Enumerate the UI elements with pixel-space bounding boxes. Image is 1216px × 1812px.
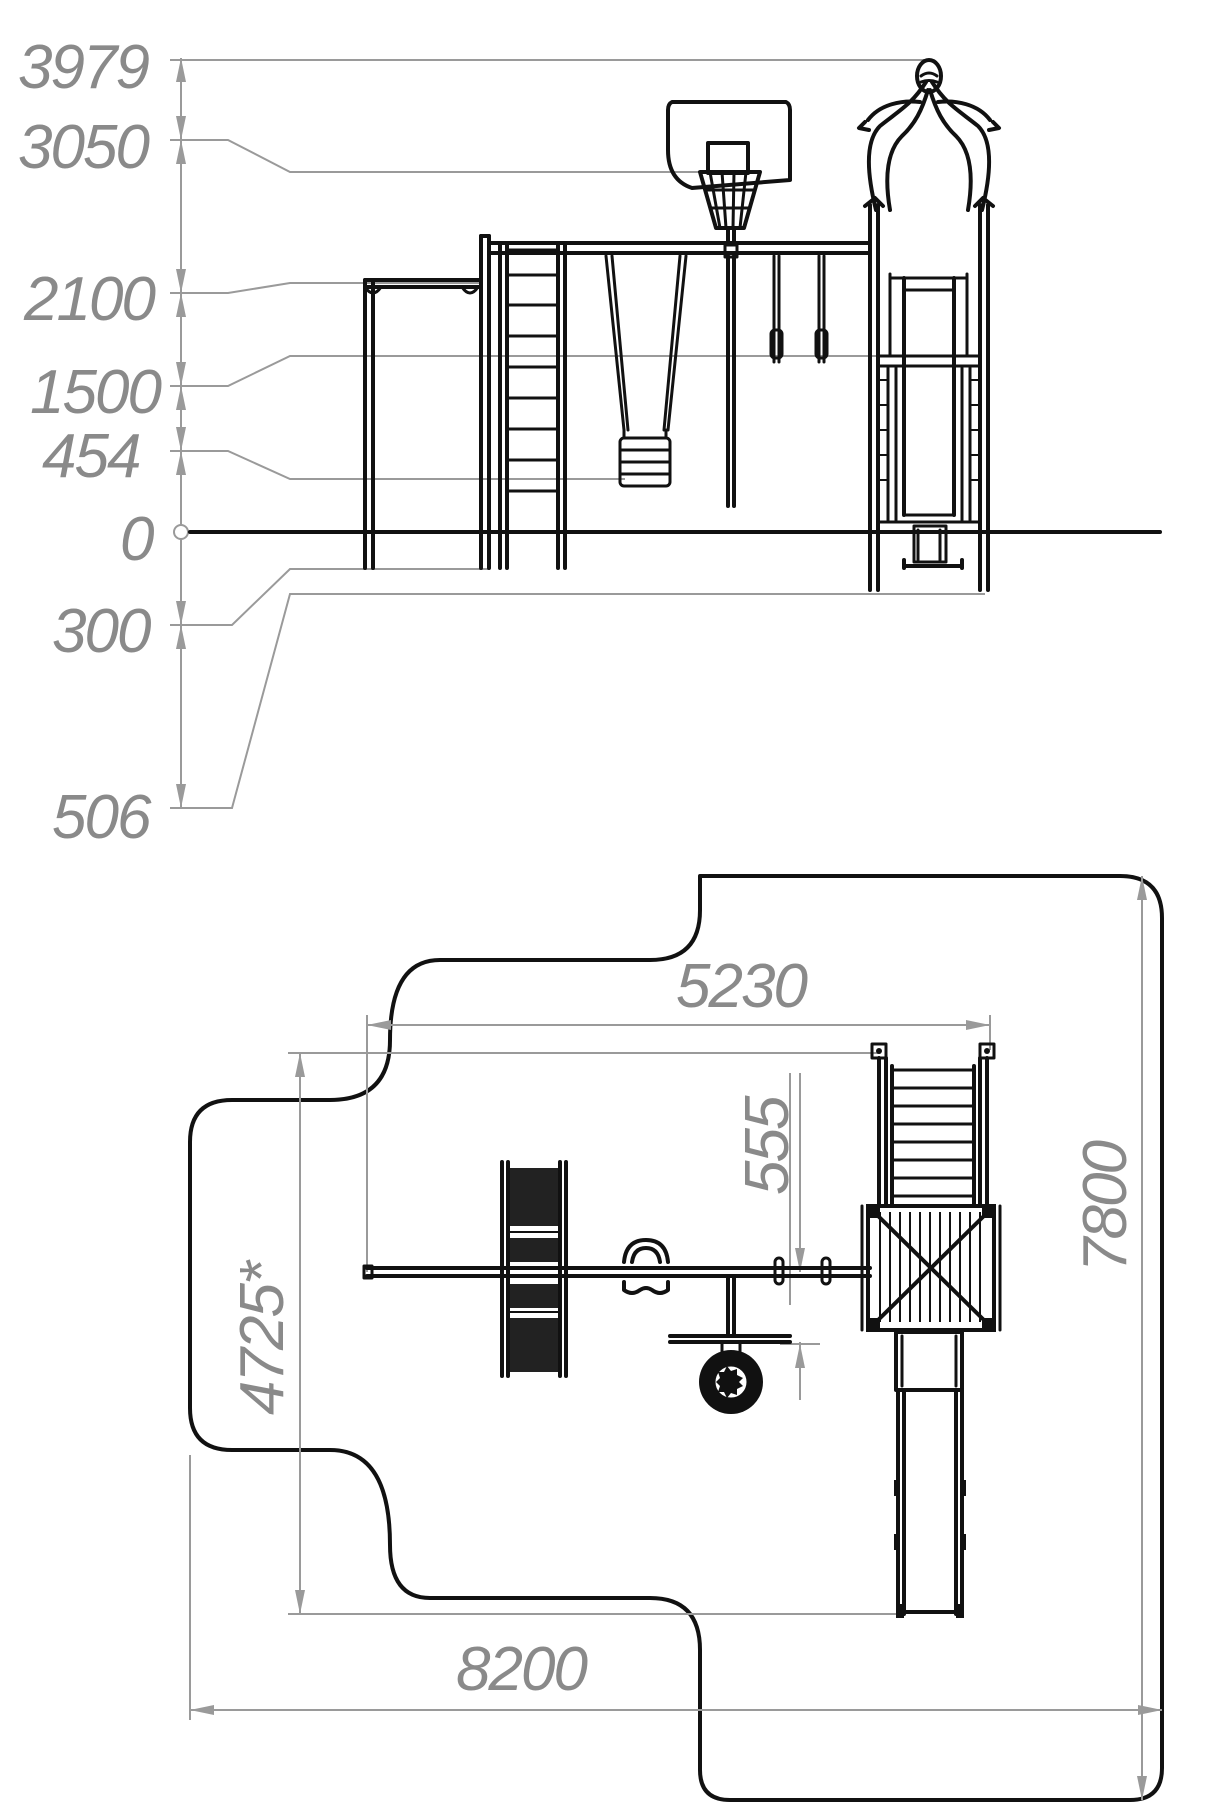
height-label-0: 0 — [120, 505, 154, 574]
dimension-label-7800: 7800 — [1071, 1141, 1140, 1272]
climbing-ladder — [479, 234, 567, 570]
height-label-3979: 3979 — [18, 33, 149, 102]
climbing-pole — [726, 254, 736, 508]
dimension-4725 — [288, 1052, 900, 1615]
height-dimension-axis — [173, 58, 189, 808]
basketball-hoop — [666, 100, 792, 259]
swing — [604, 254, 688, 488]
top-beam — [487, 241, 872, 255]
leader-lines — [170, 59, 985, 809]
dimension-label-5230: 5230 — [676, 952, 807, 1021]
elevation-view: 3979 3050 2100 1500 454 0 300 506 — [18, 33, 1162, 852]
plan-basketball-hoop — [668, 1276, 792, 1414]
plan-ladder — [500, 1160, 568, 1378]
dimension-5230 — [366, 1015, 991, 1272]
height-label-454: 454 — [42, 422, 140, 491]
horizontal-bar — [363, 278, 482, 570]
slide-tower — [857, 58, 1001, 592]
dimension-7800 — [1137, 876, 1147, 1800]
dimension-555 — [780, 1073, 820, 1400]
depth-label-300: 300 — [52, 597, 151, 666]
dimension-label-8200: 8200 — [456, 1635, 587, 1704]
plan-rings — [773, 1256, 832, 1286]
plan-swing-seat — [622, 1238, 670, 1295]
dimension-label-555: 555 — [733, 1095, 802, 1195]
plan-main-beam — [362, 1264, 872, 1280]
height-label-2100: 2100 — [23, 265, 155, 334]
height-label-1500: 1500 — [30, 358, 161, 427]
dimension-8200 — [189, 1455, 1162, 1720]
rings — [769, 254, 829, 364]
dimension-label-4725: 4725* — [228, 1259, 297, 1415]
safety-zone-outline — [188, 874, 1164, 1802]
plan-view: 8200 7800 5230 4725* — [188, 874, 1164, 1802]
plan-tower — [860, 1042, 1002, 1618]
height-label-3050: 3050 — [18, 113, 149, 182]
depth-label-506: 506 — [52, 783, 152, 852]
